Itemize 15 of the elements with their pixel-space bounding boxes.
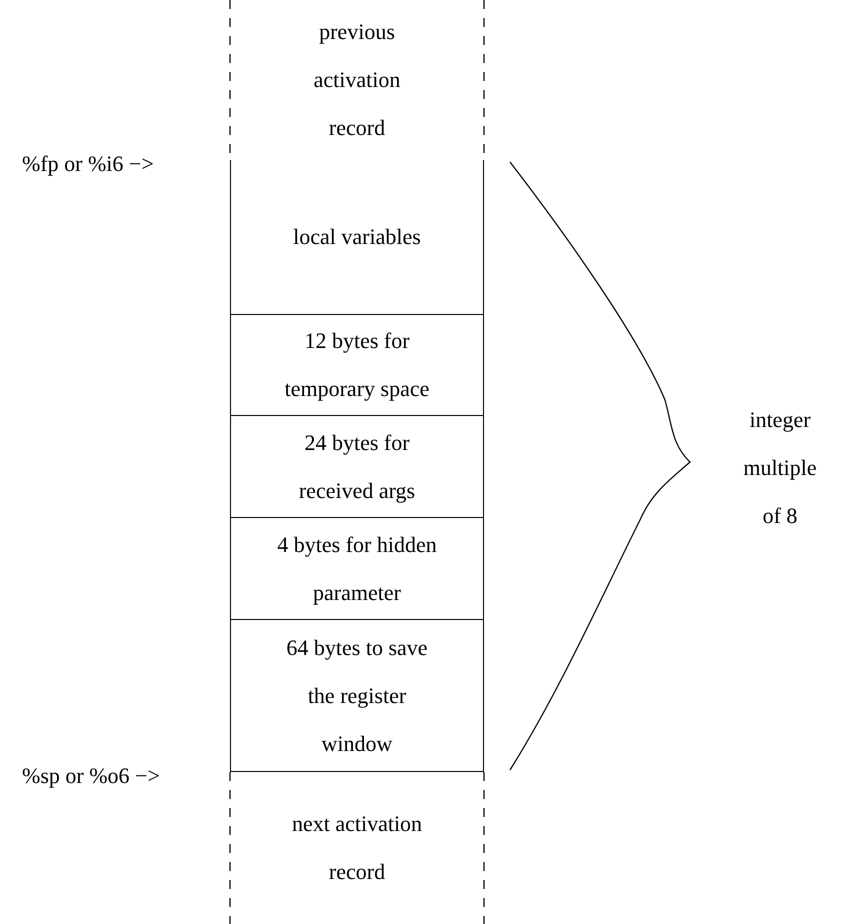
slot-label: next activation record	[290, 810, 424, 886]
stack-slot	[230, 620, 484, 772]
pointer-label: %fp or %i6 −>	[22, 150, 154, 178]
stack-slot	[230, 315, 484, 416]
slot-label: 64 bytes to save the register window	[285, 634, 429, 758]
slot-label: 12 bytes for temporary space	[284, 327, 430, 403]
brace-label: integer multiple of 8	[742, 406, 818, 530]
slot-label: 24 bytes for received args	[298, 428, 416, 505]
stack-slot	[230, 416, 484, 518]
stack-slot	[230, 518, 484, 620]
slot-label: previous activation record	[312, 18, 402, 142]
pointer-label: %sp or %o6 −>	[22, 762, 160, 790]
slot-label: local variables	[292, 223, 422, 251]
stack-slot	[230, 160, 484, 315]
slot-label: 4 bytes for hidden parameter	[276, 530, 438, 607]
